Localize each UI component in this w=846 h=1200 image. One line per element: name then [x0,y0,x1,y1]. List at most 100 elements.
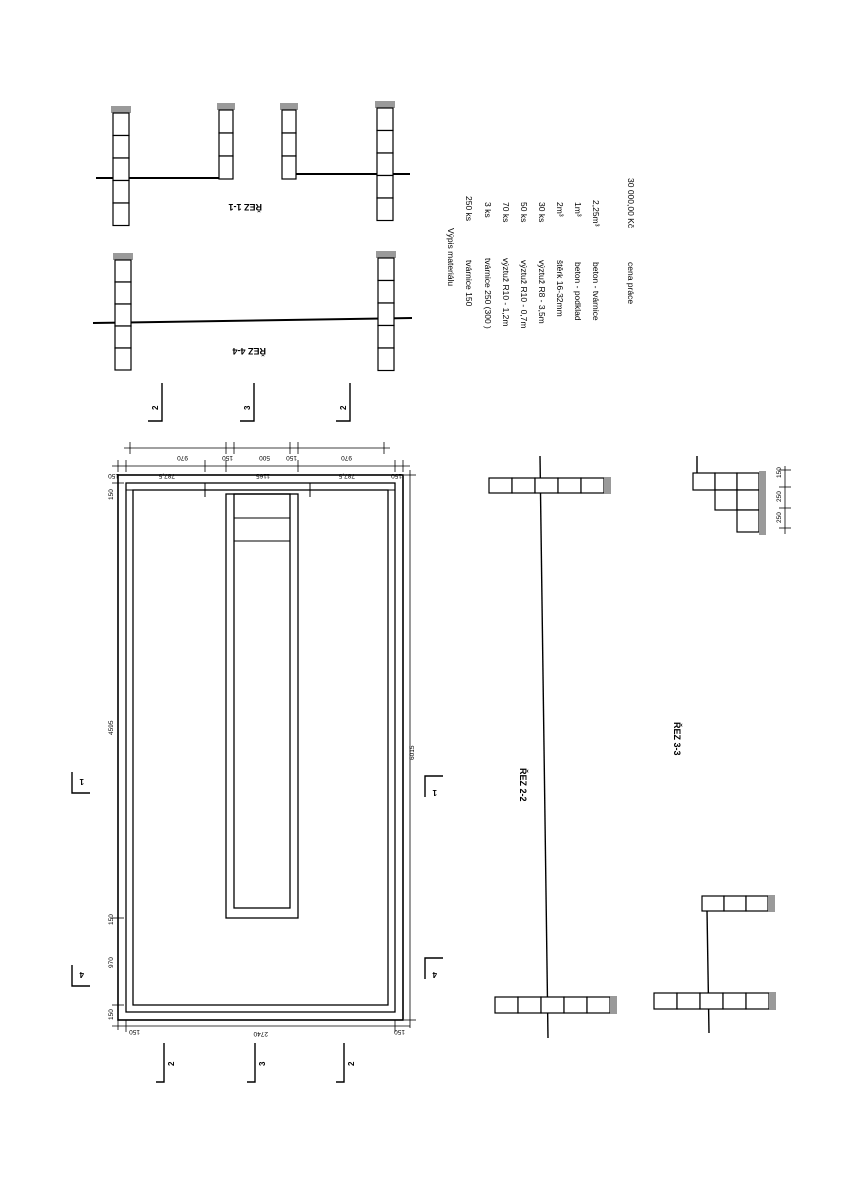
wall-block [218,109,234,134]
material-item-name: výztuž R10 - 0,7m [519,260,529,329]
section-marker-4-right: 4 [424,957,443,979]
wall-block [745,895,769,912]
material-item-qty: 50 ks [519,202,529,222]
material-item-name: tvárnice 150 [464,260,474,307]
wall-block [723,895,747,912]
dim-label: 150 [108,914,115,925]
wall-block [376,129,394,154]
material-item-qty: 2m³ [555,202,565,217]
material-item-qty: 250 ks [464,196,474,221]
wall-block [376,152,394,177]
dim-label: 500 [259,454,270,461]
dim-label: 150 [129,1028,140,1035]
dim-label: 150 [391,472,402,479]
dim-label: 150 [108,1009,115,1020]
svg-text:2: 2 [167,1061,176,1066]
material-item-name: tvárnice 250 (300 ) [483,258,493,329]
section-marker-4-left: 4 [71,965,90,987]
section-4-4-label: ŘEZ 4-4 [232,346,266,357]
dim-label: 970 [108,957,115,968]
section-marker-3-bottom: 3 [247,1043,267,1083]
svg-text:4: 4 [79,970,84,979]
wall-block [736,489,760,511]
section-4-4: ŘEZ 4-4 [92,317,413,357]
wall-blocks [111,101,776,1014]
wall-block [281,109,297,134]
block-cap [604,477,611,494]
wall-block [511,477,536,494]
wall-block [376,107,394,132]
svg-text:3: 3 [258,1061,267,1066]
svg-text:2: 2 [347,1061,356,1066]
wall-block [376,197,394,222]
wall-block [281,132,297,157]
wall-block [714,472,738,491]
section-2-2-label: ŘEZ 2-2 [518,768,529,802]
block-cap [376,251,396,258]
section-marker-2-top-right: 2 [336,383,351,422]
wall-block [494,996,519,1014]
dim-label: 4595 [108,720,115,735]
material-list: Výpis materiálu tvárnice 150 250 ks tvár… [446,178,636,329]
outer-wall-outline [117,474,404,1021]
block-cap [768,895,775,912]
dim-label: 150 [286,454,297,461]
wall-block [377,347,395,372]
material-item-qty: 3 ks [483,202,493,218]
wall-block [112,202,130,227]
wall-block [376,174,394,199]
material-item-qty: 70 ks [501,202,511,222]
block-cap [769,992,776,1010]
wall-block [377,324,395,349]
channel-outer-outline [132,489,389,1006]
wall-block [540,996,565,1014]
svg-text:1: 1 [79,777,84,786]
dim-label: 250 [776,491,783,502]
section-marker-2-bottom-right: 2 [336,1043,356,1083]
wall-block [722,992,747,1010]
wall-block [112,179,130,204]
material-item-qty: 1m³ [573,202,583,217]
material-item-name: štěrk 16-32mm [555,260,565,317]
wall-block [112,157,130,182]
center-channel-outline [233,493,291,909]
section-marker-2-bottom-left: 2 [156,1043,176,1083]
dim-label: 787,5 [338,472,355,479]
wall-block [377,257,395,282]
material-item-name: beton - tvárnice [591,262,601,321]
dim-label: 150 [776,467,783,478]
wall-block [714,489,738,511]
svg-text:3: 3 [243,405,252,410]
section-marker-2-top-left: 2 [148,383,163,422]
section-3-3-label: ŘEZ 3-3 [672,722,683,756]
wall-block [736,472,760,491]
section-marker-1-left: 1 [71,772,90,794]
block-cap [217,103,235,110]
dim-label: 150 [222,454,233,461]
material-item-name: výztuž R10 - 1,2m [501,258,511,327]
block-cap [111,106,131,113]
price-value: 30 000,00 Kč [626,178,636,229]
svg-text:4: 4 [432,970,437,979]
block-cap [375,101,395,108]
wall-block [699,992,724,1010]
wall-block [586,996,611,1014]
svg-text:1: 1 [432,788,437,797]
outer-wall-inner-outline [125,482,396,1013]
price-label: cena práce [626,262,636,304]
dim-label: 150 [108,472,119,479]
svg-text:2: 2 [339,405,348,410]
dim-label: 970 [341,454,352,461]
wall-block [377,279,395,304]
wall-block [114,281,132,305]
wall-block [557,477,582,494]
wall-block [745,992,770,1010]
block-cap [610,996,617,1014]
dim-label: 6015 [409,745,416,760]
block-cap [280,103,298,110]
material-item-name: beton - podklad [573,262,583,321]
wall-block [112,134,130,159]
dim-label: 2740 [253,1030,268,1037]
center-wall-outline [225,493,299,919]
section-2-2: ŘEZ 2-2 [518,455,549,1039]
